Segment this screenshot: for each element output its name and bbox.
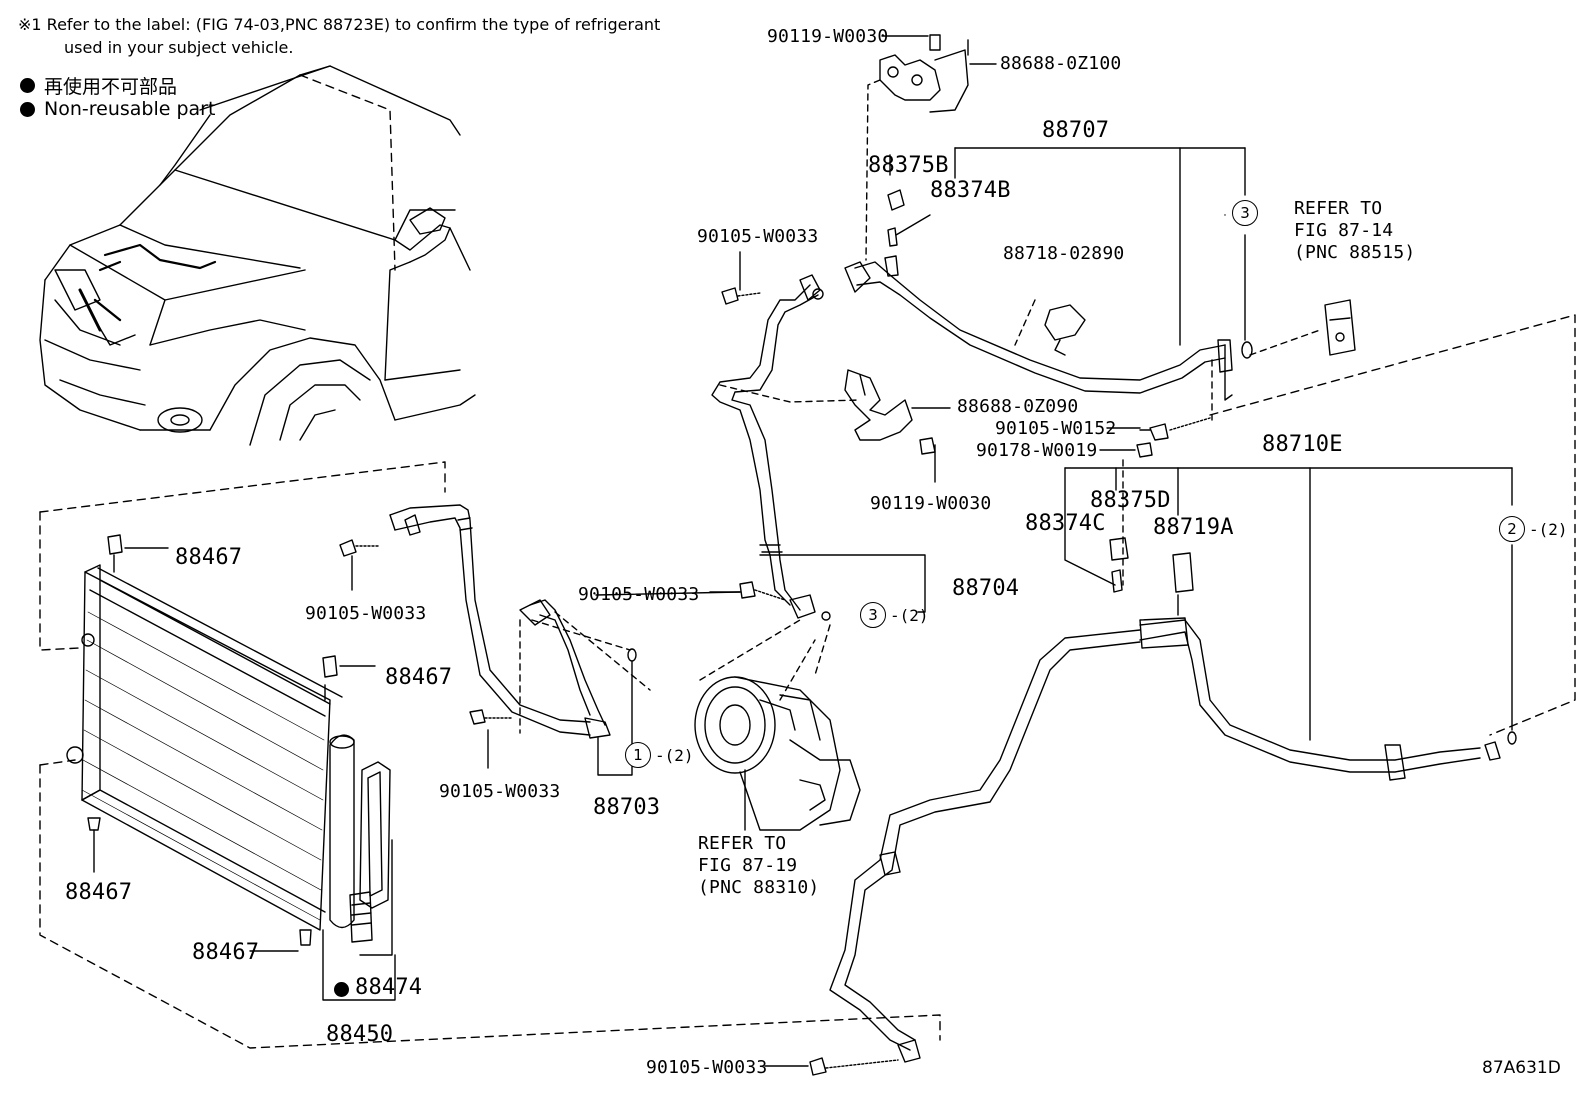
part-label[interactable]: 88375B xyxy=(868,153,949,178)
part-label[interactable]: 88688-0Z100 xyxy=(1000,53,1122,74)
part-label[interactable]: 90105-W0033 xyxy=(646,1057,768,1078)
part-label[interactable]: 90105-W0033 xyxy=(578,584,700,605)
part-label[interactable]: 88704 xyxy=(952,576,1020,601)
part-label[interactable]: 88719A xyxy=(1153,515,1234,540)
leader-lines xyxy=(595,214,1226,596)
refrigerant-note: ※1 Refer to the label: (FIG 74-03,PNC 88… xyxy=(18,15,661,34)
circled-number: 1 xyxy=(625,742,651,768)
legend-en: Non-reusable part xyxy=(20,98,215,120)
vehicle-illustration xyxy=(39,65,476,446)
non-reusable-icon xyxy=(334,982,349,997)
legend-jp-text: 再使用不可部品 xyxy=(44,76,178,98)
part-label[interactable]: 88374C xyxy=(1025,511,1106,536)
bullet-icon xyxy=(20,78,35,93)
compressor xyxy=(694,619,861,831)
part-label[interactable]: 90119-W0030 xyxy=(767,26,889,47)
pipe-88710E xyxy=(764,314,1576,1076)
part-label[interactable]: 88710E xyxy=(1262,432,1343,457)
part-label[interactable]: 88703 xyxy=(593,795,661,820)
quantity: -(2) xyxy=(655,746,694,765)
refer-note-line: REFER TO xyxy=(698,833,787,854)
part-label[interactable]: 88688-0Z090 xyxy=(957,396,1079,417)
part-label[interactable]: 90119-W0030 xyxy=(870,493,992,514)
refer-note-line: FIG 87-14 xyxy=(1294,220,1394,241)
part-label[interactable]: 90105-W0152 xyxy=(995,418,1117,439)
part-label[interactable]: 90105-W0033 xyxy=(305,603,427,624)
pipe-88707 xyxy=(844,34,1356,483)
discharge-hose-88703 xyxy=(339,504,651,776)
condenser-assembly xyxy=(39,461,941,1049)
quantity: -(2) xyxy=(1529,520,1568,539)
legend-jp: 再使用不可部品 xyxy=(20,72,177,99)
legend-en-text: Non-reusable part xyxy=(44,98,216,120)
part-label[interactable]: 88718-02890 xyxy=(1003,243,1125,264)
part-label[interactable]: 88474 xyxy=(355,975,423,1000)
figure-code: 87A631D xyxy=(1482,1058,1561,1078)
part-label[interactable]: 88707 xyxy=(1042,118,1110,143)
refer-note-line: REFER TO xyxy=(1294,198,1383,219)
part-label[interactable]: 90105-W0033 xyxy=(697,226,819,247)
refer-note-line: FIG 87-19 xyxy=(698,855,798,876)
circled-number: 3 xyxy=(1232,200,1258,226)
part-label[interactable]: 88467 xyxy=(65,880,133,905)
part-label[interactable]: 88374B xyxy=(930,178,1011,203)
refrigerant-note-cont: used in your subject vehicle. xyxy=(64,38,294,57)
part-label[interactable]: 88450 xyxy=(326,1022,394,1047)
refer-note-line: (PNC 88515) xyxy=(1294,242,1416,263)
part-label[interactable]: 88375D xyxy=(1090,488,1171,513)
part-label[interactable]: 88467 xyxy=(192,940,260,965)
quantity: -(2) xyxy=(890,606,929,625)
part-label[interactable]: 90178-W0019 xyxy=(976,440,1098,461)
refer-note-line: (PNC 88310) xyxy=(698,877,820,898)
bullet-icon xyxy=(20,101,35,117)
circled-number: 2 xyxy=(1499,516,1525,542)
part-label[interactable]: 90105-W0033 xyxy=(439,781,561,802)
part-label[interactable]: 88467 xyxy=(385,665,453,690)
circled-number: 3 xyxy=(860,602,886,628)
part-label[interactable]: 88467 xyxy=(175,545,243,570)
